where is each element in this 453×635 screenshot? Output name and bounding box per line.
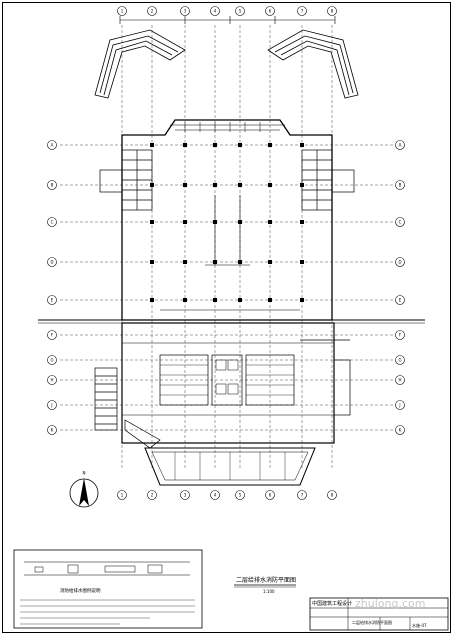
svg-text:A: A — [399, 143, 402, 148]
svg-text:3: 3 — [184, 9, 187, 14]
column-axis-bubble-bottom: 3 — [180, 490, 190, 500]
drawing-title-block: 二层给排水消防平面图 1:100 — [234, 576, 296, 594]
left-stair-tower — [99, 149, 153, 211]
lower-core-block — [121, 322, 351, 444]
svg-text:E: E — [51, 298, 54, 303]
svg-text:6: 6 — [269, 9, 272, 14]
column-axis-bubble-bottom: 6 — [265, 490, 275, 500]
svg-text:5: 5 — [239, 9, 242, 14]
north-arrow: N — [69, 471, 99, 508]
right-curved-wing — [267, 29, 359, 99]
row-axis-bubble-left: G — [47, 355, 57, 365]
row-axis-bubble-right: H — [395, 375, 405, 385]
svg-text:1: 1 — [121, 493, 124, 498]
svg-text:4: 4 — [214, 9, 217, 14]
row-axis-bubble-left: H — [47, 375, 57, 385]
row-axis-bubble-right: J — [395, 400, 405, 410]
column-axis-bubble-top: 7 — [297, 6, 307, 16]
row-axis-bubbles: A A B B C C D D E E F F G G H H J J K K — [47, 140, 405, 435]
north-label: N — [83, 471, 86, 476]
row-axis-bubble-left: J — [47, 400, 57, 410]
left-curved-wing — [94, 29, 186, 99]
column-axis-bubble-top: 8 — [327, 6, 337, 16]
row-axis-bubble-left: F — [47, 330, 57, 340]
svg-text:F: F — [51, 333, 54, 338]
column-axis-bubble-top: 1 — [117, 6, 127, 16]
row-axis-bubble-left: C — [47, 217, 57, 227]
row-axis-bubble-right: E — [395, 295, 405, 305]
row-axis-bubble-left: D — [47, 257, 57, 267]
svg-text:J: J — [50, 403, 52, 408]
row-axis-bubble-right: G — [395, 355, 405, 365]
svg-text:2: 2 — [151, 493, 154, 498]
svg-text:A: A — [51, 143, 54, 148]
column-axis-bubble-top: 4 — [210, 6, 220, 16]
svg-text:H: H — [398, 378, 401, 383]
fire-sprinkler-pipes — [160, 195, 300, 311]
column-axis-bubble-bottom: 1 — [117, 490, 127, 500]
legend-box: 消防给排水图例说明 — [13, 549, 203, 629]
bottom-canopy — [144, 447, 316, 486]
svg-text:F: F — [399, 333, 402, 338]
svg-text:G: G — [50, 358, 53, 363]
svg-text:D: D — [50, 260, 53, 265]
column-axis-bubble-top: 5 — [235, 6, 245, 16]
column-axis-bubble-bottom: 4 — [210, 490, 220, 500]
svg-text:B: B — [51, 183, 54, 188]
svg-text:3: 3 — [184, 493, 187, 498]
svg-text:8: 8 — [331, 493, 334, 498]
svg-text:G: G — [398, 358, 401, 363]
svg-text:J: J — [398, 403, 400, 408]
svg-text:C: C — [399, 220, 402, 225]
svg-text:H: H — [50, 378, 53, 383]
svg-text:D: D — [398, 260, 401, 265]
row-axis-bubble-right: K — [395, 425, 405, 435]
drawing-scale: 1:100 — [263, 589, 275, 594]
svg-text:7: 7 — [301, 493, 304, 498]
row-axis-bubble-right: C — [395, 217, 405, 227]
row-axis-bubble-right: B — [395, 180, 405, 190]
row-axis-bubble-left: A — [47, 140, 57, 150]
sheet-title-block: 中国建筑工程设计 二层给排水消防平面图 水施-07 — [309, 597, 449, 631]
svg-text:B: B — [399, 183, 402, 188]
row-axis-bubble-right: F — [395, 330, 405, 340]
svg-text:1: 1 — [121, 9, 124, 14]
company-name: 中国建筑工程设计 — [312, 600, 352, 607]
svg-text:2: 2 — [151, 9, 154, 14]
svg-text:C: C — [51, 220, 54, 225]
column-axis-bubble-bottom: 8 — [327, 490, 337, 500]
svg-text:5: 5 — [239, 493, 242, 498]
row-axis-bubble-left: E — [47, 295, 57, 305]
column-axis-bubble-top: 3 — [180, 6, 190, 16]
svg-text:6: 6 — [269, 493, 272, 498]
svg-text:7: 7 — [301, 9, 304, 14]
sheet-drawing-name: 二层给排水消防平面图 — [352, 619, 392, 625]
svg-text:K: K — [51, 428, 54, 433]
column-axis-bubble-top: 6 — [265, 6, 275, 16]
svg-text:E: E — [399, 298, 402, 303]
row-axis-bubble-left: K — [47, 425, 57, 435]
svg-text:K: K — [399, 428, 402, 433]
drawing-title: 二层给排水消防平面图 — [236, 576, 296, 584]
row-axis-bubble-right: D — [395, 257, 405, 267]
legend-title: 消防给排水图例说明 — [60, 587, 101, 594]
column-axis-bubble-bottom: 7 — [297, 490, 307, 500]
row-axis-bubble-left: B — [47, 180, 57, 190]
right-stair-tower — [301, 149, 355, 211]
column-axis-bubble-top: 2 — [147, 6, 157, 16]
watermark: zhulong.com — [355, 597, 425, 610]
column-axis-bubbles: 1 1 2 2 3 3 4 4 5 5 6 6 7 7 8 8 — [117, 6, 337, 500]
top-dimension-line — [119, 16, 336, 24]
column-axis-bubble-bottom: 2 — [147, 490, 157, 500]
svg-text:8: 8 — [331, 9, 334, 14]
sheet-number: 水施-07 — [412, 622, 427, 628]
svg-text:4: 4 — [214, 493, 217, 498]
structural-columns — [150, 143, 304, 302]
column-axis-bubble-bottom: 5 — [235, 490, 245, 500]
row-axis-bubble-right: A — [395, 140, 405, 150]
